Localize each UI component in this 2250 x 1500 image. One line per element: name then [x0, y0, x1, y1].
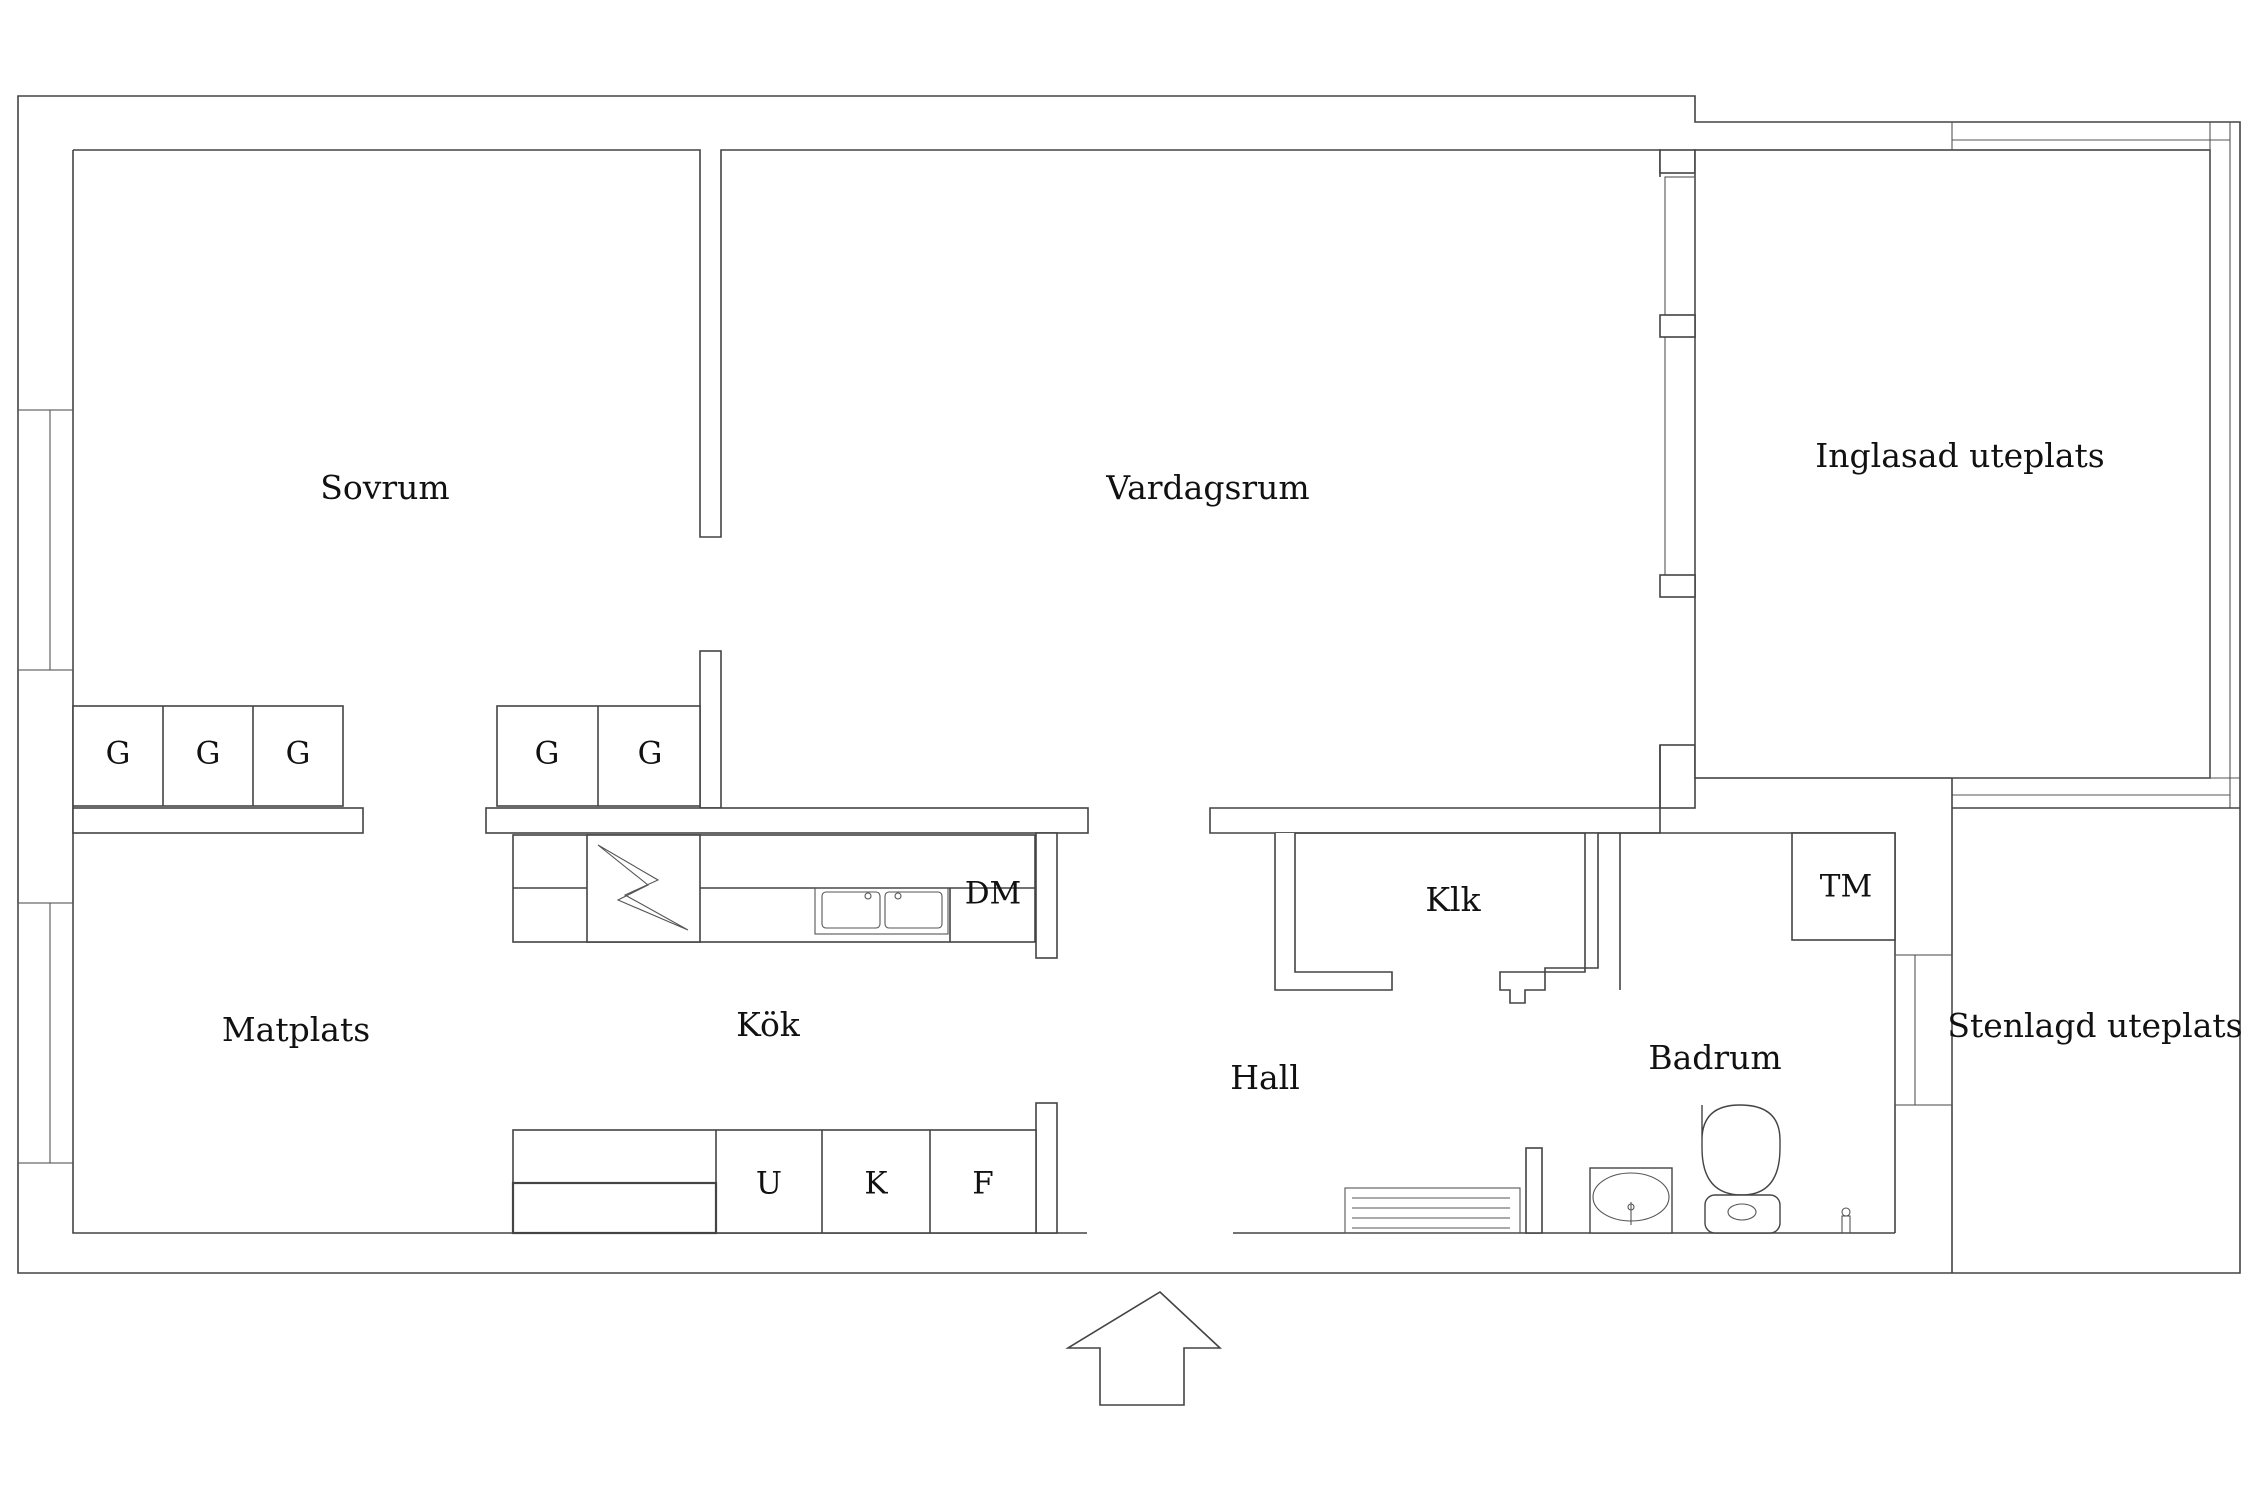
room-label-matplats: Matplats: [222, 1010, 370, 1049]
wardrobe-label: G: [286, 736, 311, 772]
freezer-label: F: [972, 1166, 994, 1202]
entrance-arrow-icon: [1065, 1291, 1223, 1406]
hall-fixtures: [1344, 1187, 1521, 1234]
kitchen-fixtures: [511, 834, 1037, 1235]
interior-walls: [72, 122, 2240, 1273]
wardrobe-label: G: [106, 736, 131, 772]
bathroom-fixtures: [1589, 1104, 1851, 1234]
room-label-klk: Klk: [1425, 880, 1481, 919]
wardrobe-label: G: [196, 736, 221, 772]
room-label-stenlagd-uteplats: Stenlagd uteplats: [1947, 1006, 2242, 1045]
wardrobe-label: G: [638, 736, 663, 772]
room-label-sovrum: Sovrum: [320, 468, 449, 507]
windows-left: [17, 409, 74, 1164]
dishwasher-label: DM: [965, 876, 1022, 912]
room-label-inglasad-uteplats: Inglasad uteplats: [1815, 436, 2104, 475]
room-label-vardagsrum: Vardagsrum: [1105, 468, 1309, 507]
wardrobe-label: G: [535, 736, 560, 772]
oven-label: U: [756, 1166, 782, 1202]
washing-machine-label: TM: [1820, 869, 1872, 905]
room-label-hall: Hall: [1230, 1058, 1300, 1097]
room-label-kok: Kök: [736, 1005, 801, 1044]
fridge-label: K: [864, 1166, 888, 1202]
room-label-badrum: Badrum: [1648, 1038, 1781, 1077]
